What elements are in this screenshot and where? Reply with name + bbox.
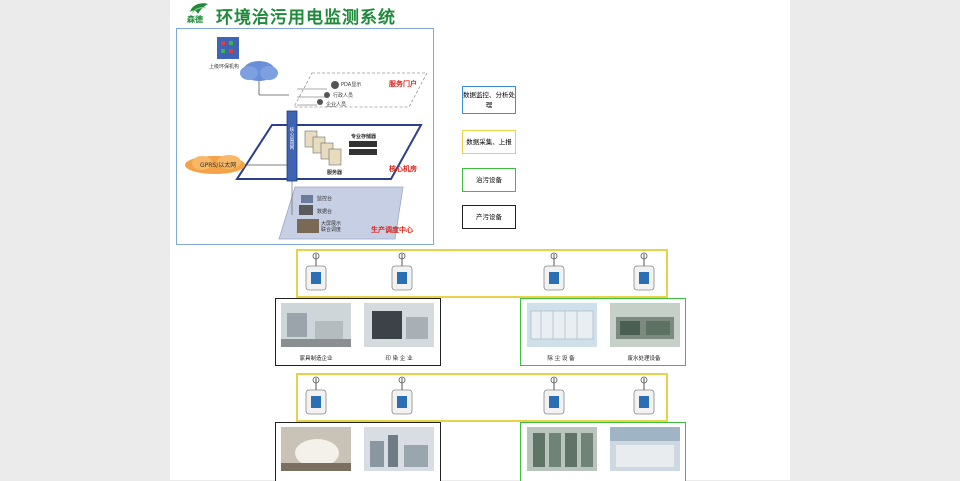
pda-label: PDA显示 <box>341 82 362 88</box>
screen-label: 大屏展示 联合调度 <box>321 221 342 233</box>
legend-monitor: 数据监控、分析处理 <box>462 86 516 114</box>
core-room-label: 核心机房 <box>389 165 417 173</box>
corp-person-icon <box>317 99 323 105</box>
monitor-label: 监控台 <box>317 196 333 202</box>
collection-band-2 <box>296 373 668 422</box>
legend-polluting: 产污设备 <box>462 205 516 229</box>
meter-device-icon <box>391 376 413 415</box>
legend-collect-label: 数据采集、上报 <box>466 137 512 146</box>
meter-device-icon <box>305 376 327 415</box>
factory-photo <box>364 303 434 347</box>
admin-person-icon <box>324 92 330 98</box>
pda-icon <box>331 81 339 89</box>
gov-label: 上级环保机构 <box>209 64 240 70</box>
page-title: 环境治污用电监测系统 <box>216 8 396 28</box>
logo-text: 森德 <box>187 15 203 24</box>
dispatch-label: 生产调度中心 <box>371 226 413 234</box>
meter-device-icon <box>633 252 655 291</box>
collection-band-1 <box>296 249 668 298</box>
meter-device-icon <box>543 252 565 291</box>
filter-equipment-photo <box>527 427 597 471</box>
legend-treatment-label: 治污设备 <box>476 175 502 184</box>
wastewater-photo <box>610 303 680 347</box>
site-label: 废水处理设备 <box>627 356 661 362</box>
storage-icon <box>349 141 377 147</box>
paper-mill-photo <box>281 427 351 471</box>
architecture-drawing <box>185 37 428 240</box>
factory-photo <box>281 303 351 347</box>
meter-device-icon <box>543 376 565 415</box>
portal-plane <box>293 72 428 108</box>
dust-removal-photo <box>527 303 597 347</box>
water-tank-photo <box>610 427 680 471</box>
legend-collect: 数据采集、上报 <box>462 130 516 154</box>
storage-label: 专业存储器 <box>351 134 377 140</box>
site-label: 除 尘 设 备 <box>547 356 575 362</box>
switch-label: 核心层用网 <box>289 127 294 150</box>
meter-device-icon <box>633 376 655 415</box>
network-label: GPRS/以太网 <box>200 162 237 169</box>
legend-monitor-label: 数据监控、分析处理 <box>463 90 515 109</box>
corp-label: 企业人员 <box>326 102 347 108</box>
leaf-logo-icon <box>190 3 208 14</box>
header: 森德 环境治污用电监测系统 <box>186 2 436 28</box>
portal-label: 服务门户 <box>389 80 417 88</box>
meter-device-icon <box>391 252 413 291</box>
data-desk-label: 数据台 <box>317 209 333 215</box>
gov-building-icon <box>217 37 239 59</box>
chemical-plant-photo <box>364 427 434 471</box>
site-label: 家具制造企业 <box>299 356 333 362</box>
legend-polluting-label: 产污设备 <box>476 212 502 221</box>
server-label: 服务器 <box>327 170 343 176</box>
big-screen-icon <box>297 219 319 233</box>
admin-label: 行政人员 <box>333 93 354 99</box>
monitor-icon <box>301 195 313 203</box>
site-label: 印 染 企 业 <box>385 356 413 362</box>
architecture-diagram: 上级环保机构 GPRS/以太网 核心层用网 专业存储器 服务器 PDA显示 行政… <box>176 28 434 245</box>
meter-device-icon <box>305 252 327 291</box>
legend-treatment: 治污设备 <box>462 168 516 192</box>
